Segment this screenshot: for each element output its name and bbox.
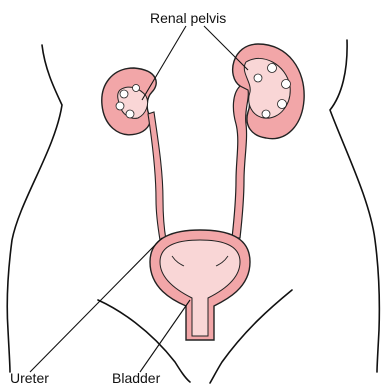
left-calyx-3: [126, 110, 134, 118]
renal-pelvis-label: Renal pelvis: [150, 10, 226, 26]
left-calyx-2: [116, 102, 124, 110]
right-calyx-4: [262, 110, 270, 118]
bladder-leader: [140, 300, 190, 372]
ureter-label: Ureter: [10, 370, 49, 386]
left-ureter: [148, 112, 166, 240]
ureter-leader: [30, 238, 162, 372]
renal-pelvis-leader-right: [204, 26, 248, 70]
right-calyx-3: [278, 100, 287, 109]
body-outline-right: [330, 40, 379, 372]
left-calyx-4: [133, 85, 140, 92]
pelvic-line-right: [210, 290, 292, 383]
left-calyx-1: [120, 90, 128, 98]
right-kidney: [232, 44, 304, 238]
renal-pelvis-leader-left: [142, 26, 186, 100]
right-dilated-ureter: [232, 86, 248, 238]
body-outline-left: [7, 45, 62, 372]
right-calyx-1: [268, 64, 277, 73]
bladder: [150, 230, 250, 340]
right-calyx-5: [254, 74, 262, 82]
bladder-label: Bladder: [112, 370, 160, 386]
right-calyx-2: [282, 80, 291, 89]
left-kidney: [102, 68, 156, 135]
